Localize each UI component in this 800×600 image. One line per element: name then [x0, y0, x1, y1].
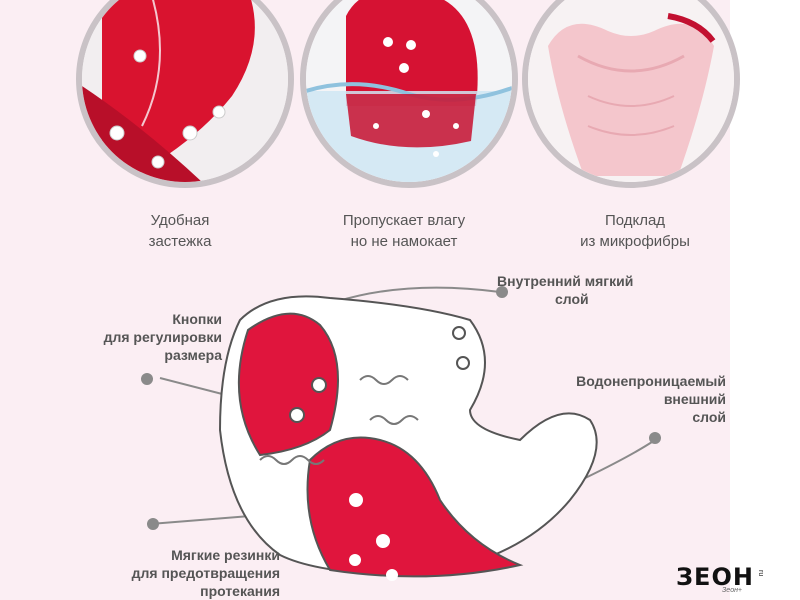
callout-elastics: Мягкие резинки для предотвращения протек… [131, 547, 280, 599]
feature-caption-microfiber: Подклад из микрофибры [580, 212, 690, 250]
white-margin [730, 0, 800, 600]
callout-outer-layer: Водонепроницаемый внешний слой [576, 373, 726, 425]
feature-caption-water: Пропускает влагу но не намокает [342, 212, 466, 250]
feature-caption-closure: Удобная застежка [148, 212, 212, 250]
feature-image-microfiber [522, 0, 740, 188]
feature-image-closure [76, 0, 294, 188]
feature-image-water [300, 0, 518, 188]
callout-snaps: Кнопки для регулировки размера [103, 311, 222, 363]
brand-logo: ЗЕОН ru Зеон+ [676, 563, 764, 594]
callout-inner-layer: Внутренний мягкий слой [497, 273, 634, 307]
